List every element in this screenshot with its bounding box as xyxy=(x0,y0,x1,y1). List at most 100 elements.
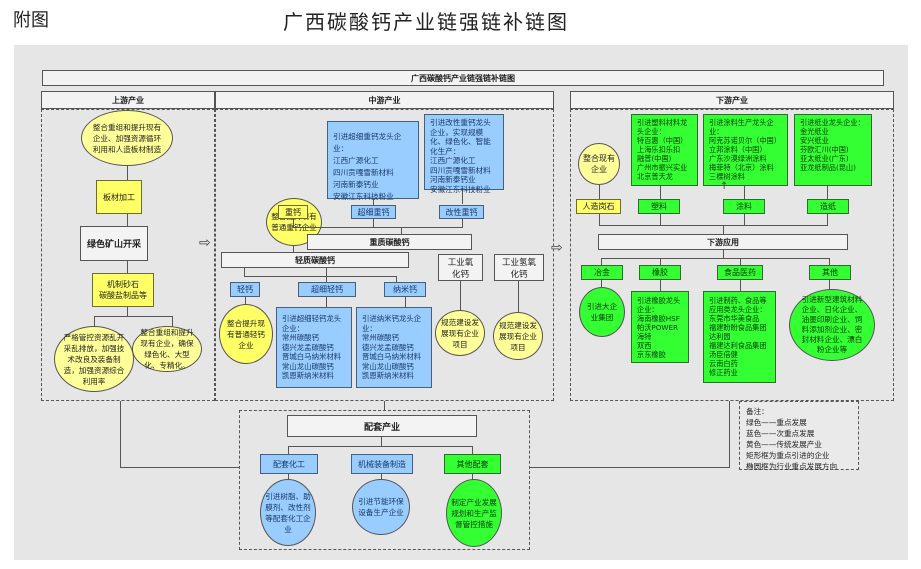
sand-stone-box: 机制砂石 碳酸盐制品等 xyxy=(92,273,154,307)
connector xyxy=(472,446,474,454)
figure-label: 附图 xyxy=(13,10,49,31)
existing-enterprise-oval: 整合现有企业 xyxy=(578,143,620,185)
category-food-medicine: 食品医药 xyxy=(717,265,763,280)
connector xyxy=(660,258,662,265)
connector xyxy=(396,276,398,282)
connector xyxy=(326,297,328,307)
connector xyxy=(599,225,828,227)
upstream-top-oval: 整合重组和提升现有企业、加强资源循环利用和人造板材制造 xyxy=(81,110,173,166)
arrow-right-icon: ⇨ xyxy=(551,240,563,256)
connector xyxy=(127,214,129,226)
connector xyxy=(530,467,730,469)
panel-processing-box: 板材加工 xyxy=(96,180,142,214)
connector xyxy=(829,258,831,265)
connector xyxy=(244,268,246,276)
connector xyxy=(729,401,731,467)
diagram-canvas: 广西碳酸钙产业链强链补链图 上游产业 整合重组和提升现有企业、加强资源循环利用和… xyxy=(14,45,908,560)
connector xyxy=(599,185,601,199)
category-machinery: 机械装备制造 xyxy=(351,454,413,474)
connector xyxy=(462,190,464,204)
upstream-left-oval: 严格管控资源乱开采乱排放，加强技术改良及装备制造，加强资源综合利用率 xyxy=(54,326,134,392)
category-other: 其他 xyxy=(809,265,851,280)
supporting-section xyxy=(239,410,530,550)
downstream-section xyxy=(570,109,894,401)
connector xyxy=(293,219,295,227)
downstream-applications-box: 下游应用 xyxy=(598,234,848,250)
light-calcium-carbonate-box: 轻质碳酸钙 xyxy=(221,252,409,268)
other-application-oval: 引进新型建筑材料企业、日化企业、油墨印刷企业、饲料添加剂企业、密封材料企业、漂白… xyxy=(789,289,875,361)
paper-enterprise-list: 引进纸业龙头企业： 金光纸业 安兴纸业 芬欧汇川(中国) 亚太纸业(广东) 亚龙… xyxy=(794,114,872,186)
supporting-industry-box: 配套产业 xyxy=(287,415,477,437)
connector xyxy=(601,258,603,265)
downstream-title: 下游产业 xyxy=(570,91,894,109)
connector xyxy=(401,227,403,234)
category-rubber: 橡胶 xyxy=(639,265,681,280)
heavy-calcium-carbonate-box: 重质碳酸钙 xyxy=(307,234,472,250)
category-light-calcium: 轻钙 xyxy=(230,282,260,297)
connector xyxy=(660,214,662,225)
connector xyxy=(127,166,129,180)
machinery-oval: 引进节能环保设备生产企业 xyxy=(352,479,410,535)
connector xyxy=(723,250,725,258)
connector xyxy=(94,316,96,328)
metallurgy-oval: 引进大企业集团 xyxy=(579,287,625,337)
calcium-oxide-oval: 规范建设发展现有企业项目 xyxy=(435,310,485,356)
connector xyxy=(827,214,829,225)
category-paper: 造纸 xyxy=(807,199,849,214)
connector xyxy=(288,446,290,454)
category-artificial-stone: 人造岗石 xyxy=(576,199,621,214)
connector xyxy=(460,281,462,311)
connector xyxy=(601,258,829,260)
connector xyxy=(472,474,474,480)
diagram-banner: 广西碳酸钙产业链强链补链图 xyxy=(42,70,884,86)
connector xyxy=(381,437,383,446)
connector xyxy=(660,186,662,199)
coating-enterprise-list: 引进涂料生产龙头企业： 阿克苏诺贝尔（中国） 立邦涂料（中国） 广东沙漠绿洲涂料… xyxy=(703,114,788,186)
connector xyxy=(120,467,239,469)
connector xyxy=(740,258,742,265)
category-modified-heavy: 改性重钙 xyxy=(439,205,484,219)
connector xyxy=(829,280,831,291)
category-ultrafine-light: 超细轻钙 xyxy=(298,282,356,297)
connector xyxy=(288,474,290,480)
connector xyxy=(373,219,375,227)
food-medicine-enterprise-list: 引进制药、食品等应用类龙头企业： 东莞市华美食品 福建盼盼食品集团 达利园 福建… xyxy=(703,291,776,383)
connector xyxy=(518,281,520,313)
connector xyxy=(599,214,601,225)
plastic-enterprise-list: 引进塑料材料龙头企业： 特百惠（中国） 上海乐扣乐扣 融普(中国) 广州市振兴实… xyxy=(631,114,698,186)
connector xyxy=(744,214,746,225)
connector xyxy=(381,474,383,480)
connector xyxy=(405,297,407,307)
category-coating: 涂料 xyxy=(723,199,765,214)
industrial-calcium-hydroxide-box: 工业氢氧化钙 xyxy=(494,254,544,281)
connector xyxy=(601,280,603,288)
category-nano-calcium: 纳米钙 xyxy=(384,282,426,297)
green-mining-box: 绿色矿山开采 xyxy=(80,226,148,261)
connector xyxy=(740,280,742,291)
light-calcium-oval: 整合提升现有普通轻钙企业 xyxy=(219,304,273,364)
nano-calcium-list: 引进纳米钙龙头企业： 常州碳酸钙 德兴龙孟碳酸钙 晋城白马纳米材料 常山龙山碳酸… xyxy=(356,307,432,388)
category-other-supporting: 其他配套 xyxy=(444,454,501,474)
upstream-section xyxy=(41,109,215,401)
connector xyxy=(827,186,829,199)
connector xyxy=(723,225,725,234)
arrow-right-icon: ⇨ xyxy=(199,235,211,251)
connector xyxy=(94,316,172,318)
midstream-section xyxy=(215,109,554,401)
arrow-up-icon: ↑ xyxy=(720,181,729,192)
connector xyxy=(244,276,396,278)
category-metallurgy: 冶金 xyxy=(581,265,623,280)
rubber-enterprise-list: 引进橡胶龙头企业： 海南橡胶HSF 帕沃POWER 海特 双西 京东橡胶 xyxy=(631,291,689,363)
connector xyxy=(462,219,464,227)
category-heavy-calcium: 重钙 xyxy=(278,205,308,219)
connector xyxy=(660,280,662,291)
midstream-title: 中游产业 xyxy=(215,91,554,109)
ultrafine-heavy-list: 引进超细重钙龙头企业： 江西广源化工 四川贡嘎雪新材料 河南新泰钙业 安徽江东科… xyxy=(327,121,419,201)
calcium-hydroxide-oval: 规范建设发展现有企业项目 xyxy=(493,312,543,360)
connector xyxy=(120,401,122,467)
connector xyxy=(288,446,472,448)
ultrafine-light-list: 引进超细轻钙龙头企业： 常州碳酸钙 德兴龙孟碳酸钙 晋城白马纳米材料 常山龙山碳… xyxy=(276,307,352,388)
supporting-chemical-oval: 引进树脂、助膜剂、改性剂等配套化工企业 xyxy=(260,479,316,546)
connector xyxy=(245,297,247,304)
connector xyxy=(293,227,463,229)
